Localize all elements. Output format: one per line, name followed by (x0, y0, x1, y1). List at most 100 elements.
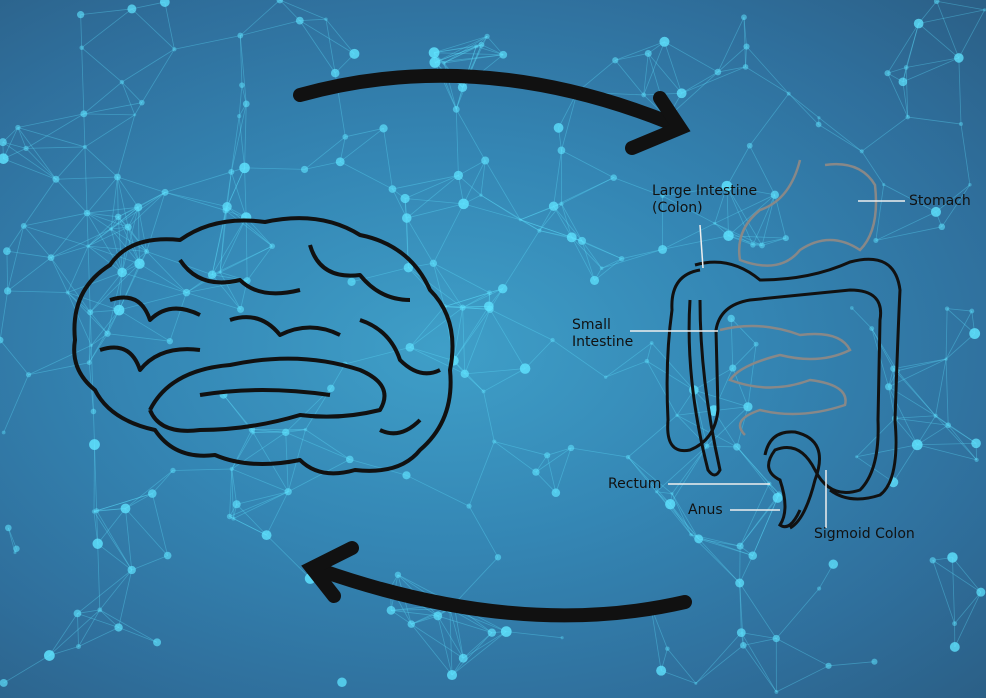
network-node (239, 162, 250, 174)
network-node (65, 290, 70, 295)
network-link (662, 222, 715, 250)
network-link (916, 415, 936, 445)
network-link (768, 483, 780, 495)
network-node (660, 193, 665, 199)
network-link (896, 370, 936, 417)
network-link (244, 167, 247, 218)
network-link (117, 176, 119, 217)
network-node (117, 267, 127, 278)
network-link (266, 534, 311, 579)
network-link (728, 235, 786, 239)
network-node (654, 490, 659, 494)
network-node (859, 149, 864, 154)
network-node (723, 230, 734, 241)
network-link (894, 417, 918, 446)
network-link (671, 445, 708, 494)
network-link (443, 46, 477, 64)
network-link (67, 272, 123, 293)
network-node (567, 444, 575, 452)
network-link (408, 267, 463, 309)
network-link (941, 184, 971, 228)
network-link (669, 503, 692, 535)
network-node (91, 509, 97, 514)
network-node (113, 304, 125, 316)
network-link (233, 491, 289, 519)
network-link (887, 67, 907, 74)
network-node (618, 255, 625, 262)
network-node (952, 621, 958, 627)
network-link (444, 306, 463, 309)
network-link (151, 493, 169, 556)
network-link (918, 23, 960, 59)
network-node (0, 138, 7, 147)
network-node (1, 430, 6, 435)
network-node (429, 56, 441, 68)
network-link (89, 312, 108, 334)
network-link (736, 446, 778, 499)
network-link (444, 54, 504, 64)
network-link (752, 194, 776, 246)
network-node (729, 364, 737, 372)
network-link (740, 632, 777, 693)
network-node (282, 428, 290, 437)
network-link (409, 306, 445, 348)
network-link (88, 333, 108, 363)
network-link (444, 306, 491, 310)
network-link (118, 292, 187, 311)
network-link (581, 240, 602, 269)
network-link (2, 141, 57, 180)
network-link (80, 8, 132, 16)
network-link (110, 228, 123, 273)
network-link (229, 469, 233, 517)
network-link (481, 44, 504, 56)
network-link (99, 609, 158, 643)
network-node (144, 248, 150, 254)
network-link (561, 203, 573, 238)
network-node (124, 223, 132, 231)
network-link (520, 219, 540, 231)
network-link (483, 368, 526, 392)
network-link (253, 429, 306, 433)
network-node (442, 61, 446, 65)
network-link (345, 127, 384, 138)
network-link (892, 444, 918, 483)
network-link (726, 185, 775, 196)
network-link (89, 263, 140, 313)
network-link (239, 35, 243, 86)
network-node (182, 288, 191, 297)
network-node (727, 314, 735, 323)
network-link (888, 386, 918, 445)
network-link (90, 345, 94, 412)
network-node (498, 283, 508, 294)
network-node (147, 489, 157, 498)
network-link (601, 258, 622, 269)
label-small-intestine-line2: Intestine (572, 334, 634, 350)
network-node (740, 642, 747, 649)
network-link (464, 368, 526, 375)
network-node (474, 44, 479, 49)
network-link (453, 557, 499, 605)
network-link (219, 206, 228, 273)
network-link (164, 171, 232, 193)
network-link (169, 292, 187, 342)
network-link (752, 237, 786, 246)
network-link (739, 497, 778, 547)
network-link (406, 474, 470, 507)
network-node (933, 413, 938, 418)
network-link (223, 394, 253, 430)
network-node (815, 121, 822, 128)
network-node (649, 341, 654, 345)
network-link (97, 508, 126, 545)
network-link (110, 176, 118, 230)
network-node (402, 471, 411, 480)
network-link (947, 424, 977, 444)
network-node (458, 198, 469, 210)
network-link (458, 160, 486, 176)
network-link (229, 491, 289, 517)
network-link (304, 161, 341, 170)
network-link (87, 245, 123, 273)
network-link (462, 292, 490, 309)
network-link (627, 456, 673, 494)
network-link (736, 446, 780, 495)
network-link (3, 655, 50, 684)
